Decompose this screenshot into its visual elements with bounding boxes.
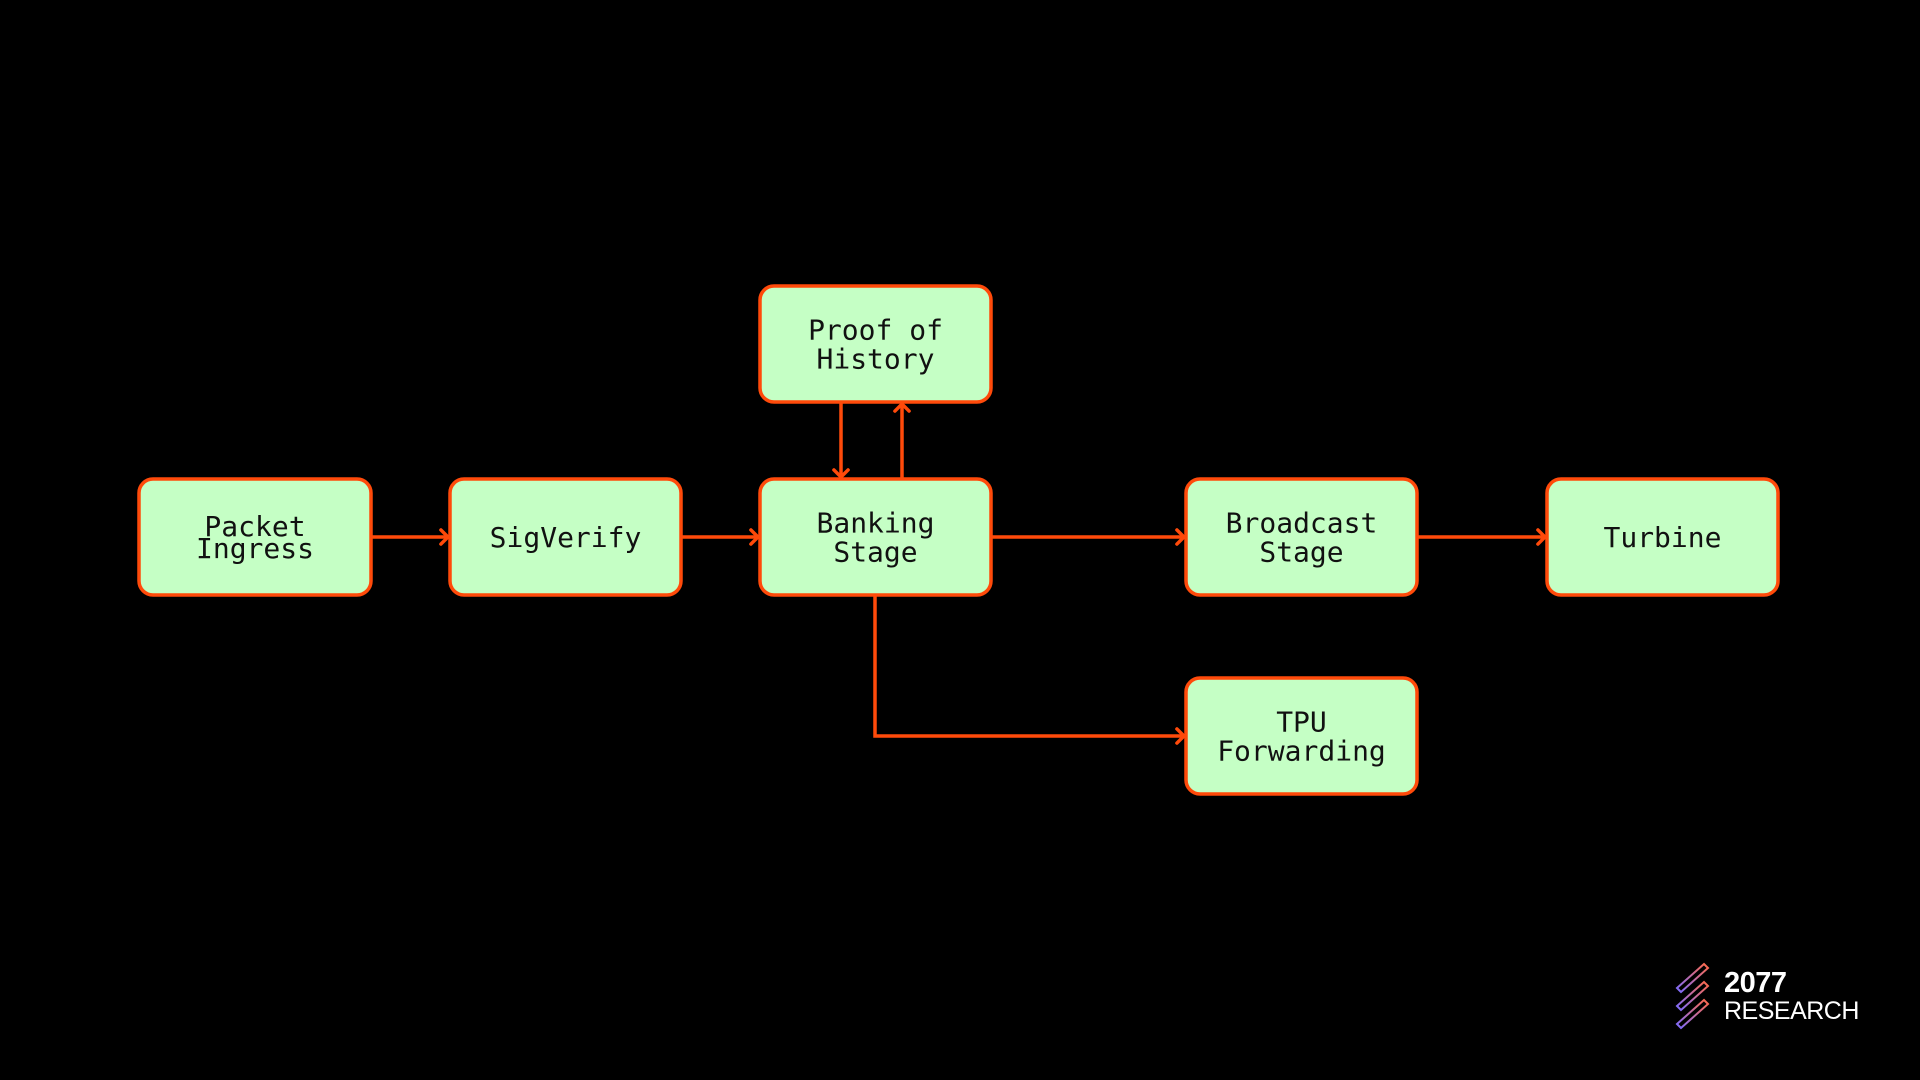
- node-label: Packet: [204, 510, 305, 543]
- logo-subtitle: RESEARCH: [1724, 996, 1859, 1025]
- arrowhead-icon: [1175, 528, 1186, 546]
- arrowhead-icon: [893, 402, 911, 413]
- edge-sigverify-to-banking-stage: [681, 528, 760, 546]
- node-label: SigVerify: [490, 521, 642, 554]
- node-box: [1545, 477, 1780, 597]
- edge-line: [873, 595, 1186, 738]
- node-box: [1184, 676, 1419, 796]
- node-sigverify: SigVerify: [448, 477, 683, 597]
- node-label: TPU: [1276, 706, 1327, 739]
- node-box: [137, 477, 373, 597]
- edge-broadcast-stage-to-turbine: [1417, 528, 1547, 546]
- node-label: Banking: [816, 507, 934, 540]
- brand-logo: 2077 RESEARCH: [1674, 962, 1859, 1030]
- edge-banking-stage-to-tpu-forwarding: [873, 595, 1186, 745]
- arrowhead-icon: [1175, 727, 1186, 745]
- node-label: Ingress: [196, 532, 314, 565]
- node-box: [758, 477, 993, 597]
- edge-packet-ingress-to-sigverify: [371, 528, 450, 546]
- node-turbine: Turbine: [1545, 477, 1780, 597]
- node-label: Stage: [1259, 536, 1343, 569]
- arrowhead-icon: [1536, 528, 1547, 546]
- node-label: Turbine: [1603, 521, 1721, 554]
- edge-proof-of-history-to-banking-stage: [832, 402, 850, 479]
- logo-title: 2077: [1724, 966, 1787, 999]
- arrowhead-icon: [749, 528, 760, 546]
- stacked-diagonal-bars-icon: [1675, 962, 1710, 1030]
- arrowhead-icon: [439, 528, 450, 546]
- arrowhead-icon: [832, 468, 850, 479]
- node-box: [448, 477, 683, 597]
- node-label: Forwarding: [1217, 735, 1386, 768]
- edge-banking-stage-to-broadcast-stage: [991, 528, 1186, 546]
- node-label: Proof of: [808, 314, 943, 347]
- node-box: [758, 284, 993, 404]
- node-label: Stage: [833, 536, 917, 569]
- node-box: [1184, 477, 1419, 597]
- edge-banking-stage-to-proof-of-history: [893, 402, 911, 479]
- node-label: History: [816, 343, 934, 376]
- node-label: Broadcast: [1226, 507, 1378, 540]
